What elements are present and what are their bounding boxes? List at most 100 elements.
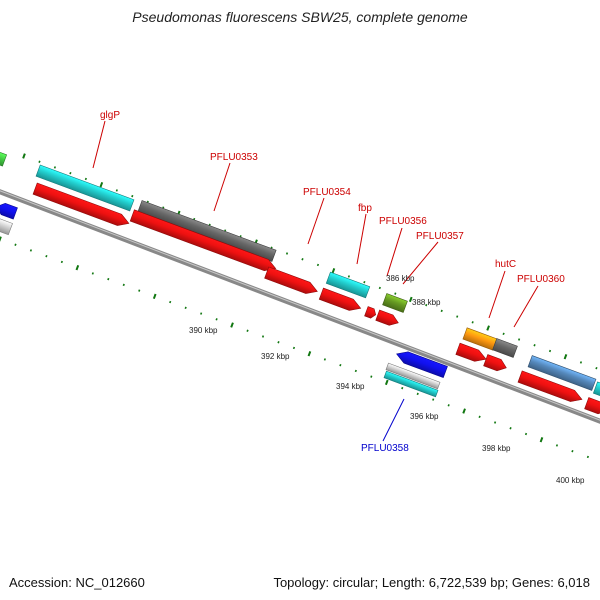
lower-scale-tick	[323, 358, 326, 361]
PFLU0358-light-feature	[385, 362, 441, 390]
PFLU0360-next-cds-feature	[517, 370, 583, 402]
upper-scale-tick	[53, 166, 57, 169]
PFLU0358-reverse-feature	[396, 351, 448, 379]
upper-scale-tick	[517, 338, 521, 341]
lower-scale-tick	[416, 392, 419, 396]
lower-scale-tick	[555, 444, 559, 447]
pflu0358-label[interactable]: PFLU0358	[361, 443, 409, 454]
pflu0356-label[interactable]: PFLU0356	[379, 216, 427, 227]
pflu0360-leader-line	[513, 285, 539, 328]
pflu0354-label[interactable]: PFLU0354	[303, 187, 351, 198]
upper-scale-tick	[486, 325, 490, 331]
pflu0357-leader-line	[402, 241, 439, 285]
upper-scale-tick	[502, 332, 505, 336]
scale-label: 386 kbp	[386, 274, 415, 283]
upper-scale-tick	[471, 321, 474, 324]
upper-scale-tick	[408, 296, 413, 303]
lower-scale-tick	[0, 236, 2, 242]
PFLU0354-cds-feature	[264, 266, 318, 294]
upper-scale-tick	[347, 275, 350, 278]
scale-label: 392 kbp	[261, 352, 290, 361]
left-edge-green-feature	[0, 149, 8, 167]
fbp-cds-feature	[318, 287, 362, 311]
fbp-forward-feature	[325, 271, 371, 299]
upper-scale-tick	[363, 280, 366, 284]
upper-scale-tick	[285, 252, 289, 255]
PFLU0357-cds-feature	[375, 309, 399, 326]
lower-scale-tick	[138, 289, 141, 292]
upper-scale-tick	[301, 258, 304, 261]
pflu0354-leader-line	[307, 197, 325, 245]
lower-scale-tick	[75, 264, 80, 271]
lower-scale-tick	[169, 300, 172, 304]
upper-scale-tick	[84, 177, 87, 181]
fbp-label[interactable]: fbp	[358, 203, 372, 214]
upper-scale-tick	[22, 153, 26, 159]
lower-scale-tick	[370, 375, 373, 378]
scale-label: 400 kbp	[556, 476, 585, 485]
upper-scale-tick	[548, 349, 552, 353]
lower-scale-tick	[277, 341, 280, 344]
accession-text: Accession: NC_012660	[9, 575, 145, 590]
lower-scale-tick	[354, 369, 357, 373]
pflu0360-label[interactable]: PFLU0360	[517, 274, 565, 285]
pflu0358-leader-line	[382, 398, 405, 442]
PFLU0360-cds-feature	[483, 354, 507, 372]
lower-scale-tick	[493, 421, 497, 424]
lower-scale-tick	[478, 415, 481, 419]
backbone-line	[0, 189, 600, 424]
lower-scale-tick	[539, 437, 544, 443]
lower-scale-tick	[586, 455, 590, 459]
left-edge-grey-feature	[0, 216, 13, 236]
lower-scale-tick	[122, 283, 125, 287]
pflu0353-leader-line	[213, 162, 231, 212]
lower-scale-tick	[384, 379, 389, 386]
hutC-grey-feature	[492, 338, 518, 358]
upper-scale-tick	[394, 292, 397, 295]
hutc-label[interactable]: hutC	[495, 259, 516, 270]
PFLU0353-forward-feature	[137, 200, 277, 262]
lower-scale-tick	[184, 306, 187, 310]
lower-scale-tick	[307, 351, 312, 357]
lower-scale-tick	[152, 293, 157, 300]
lower-scale-tick	[60, 260, 63, 264]
scale-ticks	[0, 153, 598, 459]
upper-scale-tick	[533, 344, 536, 347]
pflu0357-label[interactable]: PFLU0357	[416, 231, 464, 242]
backbone-highlight	[0, 190, 600, 421]
hutc-leader-line	[488, 270, 506, 319]
upper-scale-tick	[595, 366, 598, 370]
lower-scale-tick	[230, 322, 234, 328]
glgp-label[interactable]: glgP	[100, 110, 120, 121]
gene-features	[0, 149, 600, 415]
lower-scale-tick	[215, 318, 218, 321]
backbone	[0, 189, 600, 424]
upper-scale-tick	[115, 189, 118, 192]
glgp-leader-line	[92, 120, 106, 169]
scale-label: 398 kbp	[482, 444, 511, 453]
glgP-cds-feature	[32, 182, 130, 226]
pflu0356-leader-line	[386, 227, 403, 277]
upper-scale-tick	[425, 303, 428, 307]
map-title: Pseudomonas fluorescens SBW25, complete …	[132, 9, 468, 25]
lower-scale-tick	[292, 346, 296, 350]
lower-scale-tick	[246, 329, 249, 332]
upper-scale-tick	[316, 263, 320, 267]
genome-summary-text: Topology: circular; Length: 6,722,539 bp…	[273, 575, 590, 590]
scale-label: 394 kbp	[336, 382, 365, 391]
pflu0353-label[interactable]: PFLU0353	[210, 152, 258, 163]
upper-scale-tick	[69, 171, 72, 175]
lower-scale-tick	[524, 432, 528, 436]
lower-scale-tick	[45, 254, 48, 258]
upper-scale-tick	[99, 181, 104, 188]
lower-scale-tick	[29, 249, 33, 252]
upper-scale-tick	[563, 354, 568, 360]
upper-scale-tick	[378, 286, 381, 290]
hutC-cds-feature	[455, 342, 487, 362]
scale-label: 388 kbp	[412, 298, 441, 307]
lower-scale-tick	[14, 243, 17, 246]
fbp-leader-line	[356, 213, 367, 265]
lower-scale-tick	[462, 408, 466, 414]
